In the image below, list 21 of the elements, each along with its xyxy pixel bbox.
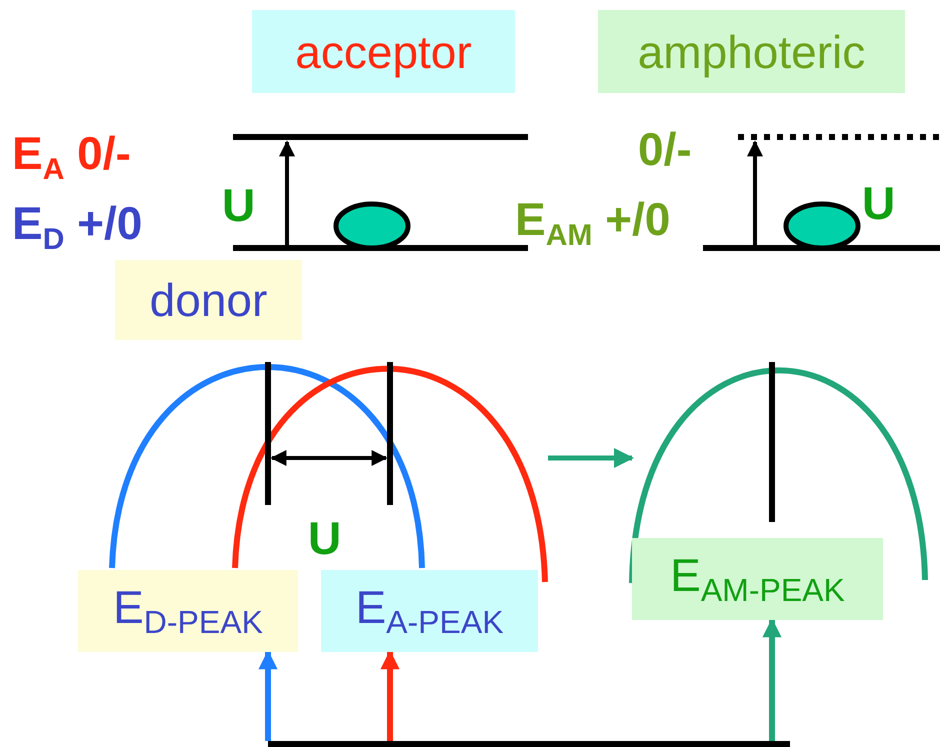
charge-state-label: 0/- [638,126,692,172]
peak-label-box [321,570,538,652]
acceptor-label-box [252,10,515,93]
arrow [762,618,782,741]
donor-label-box [115,260,302,340]
correlation-energy-label: U [222,182,256,228]
donor-level-label: E$_{D}$ +/0 [12,200,142,256]
energy-label: E$_{AM-PEAK}$ [670,552,845,606]
energy-label: E$_{D-PEAK}$ [113,584,263,638]
acceptor-level-label: E$_{A}$ 0/- [12,130,131,186]
arrow [258,650,278,741]
peak-label-box [632,538,883,620]
energy-label: E$_{A-PEAK}$ [355,584,504,638]
amphoteric-label-box [598,10,905,93]
amphoteric-level-label: E$_{AM}$ +/0 [515,196,670,252]
peak-label-box [78,570,298,652]
correlation-energy-label: U [862,180,896,226]
arrow [380,650,400,741]
energy-label: donor [150,277,268,323]
correlation-energy-label: U [308,515,342,561]
baseline-bar [268,741,790,747]
